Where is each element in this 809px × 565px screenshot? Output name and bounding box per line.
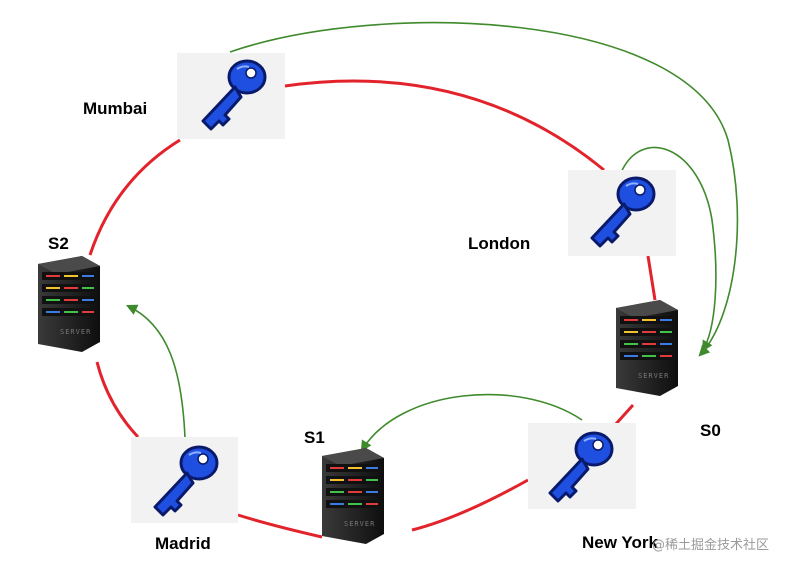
ring-segment-s2-mumbai [88,138,181,256]
key-london [568,170,676,256]
arrow-madrid-to-s2 [125,304,186,439]
hash-ring [88,79,657,539]
label-london: London [468,234,531,253]
key-newyork [528,423,636,509]
label-s1: S1 [304,428,325,447]
ring-segment-mumbai-london [284,79,605,172]
server-face-text: SERVER [638,372,669,380]
label-newyork: New York [582,533,658,552]
arrow-mumbai-to-s0 [229,21,739,357]
ring-segment-newyork-s1 [411,478,529,532]
server-s1: SERVER [322,448,384,544]
server-face-text: SERVER [60,328,91,336]
label-s2: S2 [48,234,69,253]
arrow-newyork-to-s1 [360,393,583,452]
key-madrid [131,437,238,523]
key-mumbai [177,53,285,139]
server-s2: SERVER [38,256,100,352]
ring-segment-s1-madrid [237,513,323,539]
label-s0: S0 [700,421,721,440]
mapping-arrows [125,21,739,452]
watermark: @稀土掘金技术社区 [652,538,770,553]
server-face-text: SERVER [344,520,375,528]
server-s0: SERVER [616,300,678,396]
ring-segment-s0-newyork [613,403,635,427]
ring-segment-london-s0 [646,255,657,301]
arrow-london-to-s0 [619,146,717,352]
label-madrid: Madrid [155,534,211,553]
label-mumbai: Mumbai [83,99,148,118]
ring-segment-madrid-s2 [95,361,140,439]
